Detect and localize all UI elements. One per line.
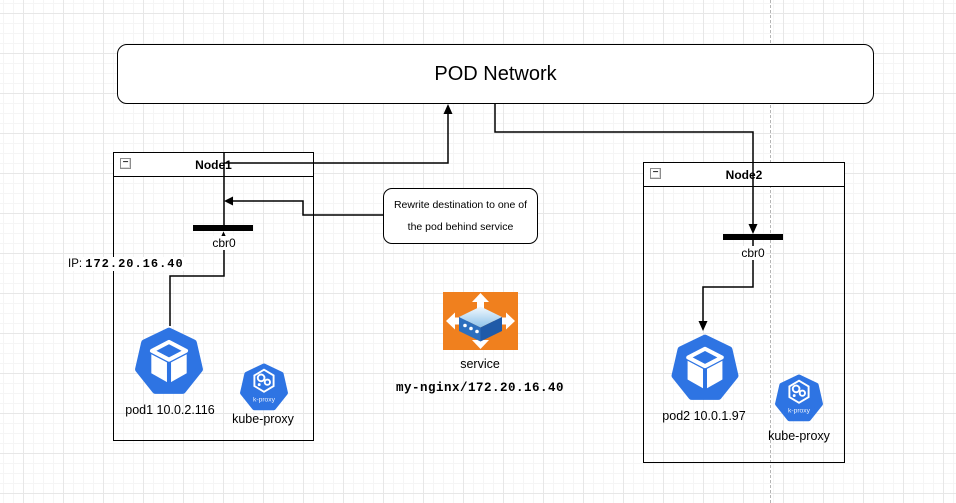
node2-header: − Node2 <box>644 163 844 187</box>
node2-kube-proxy-icon[interactable]: k-proxy <box>775 374 823 422</box>
node1-kube-proxy-label: kube-proxy <box>232 412 294 426</box>
node2-kube-proxy-icon-text: k-proxy <box>788 407 811 414</box>
annotation-line2: the pod behind service <box>407 221 514 233</box>
ip-prefix: IP: <box>68 258 83 270</box>
pod1-icon[interactable] <box>133 327 205 395</box>
service-address-label: my-nginx/172.20.16.40 <box>395 381 565 395</box>
annotation-line1: Rewrite destination to one of <box>393 199 528 211</box>
node1-collapse-button[interactable]: − <box>120 158 131 169</box>
pod2-icon[interactable] <box>671 334 739 401</box>
node1-header: − Node1 <box>114 153 313 177</box>
service-icon[interactable] <box>443 292 518 350</box>
node2-title: Node2 <box>725 167 763 182</box>
node1-title: Node1 <box>195 157 232 172</box>
pod1-label: pod1 10.0.2.116 <box>125 403 215 417</box>
pod-network-label: POD Network <box>434 62 557 85</box>
service-label: service <box>460 357 500 371</box>
arrowhead-up-pod-network <box>443 104 453 114</box>
annotation-box[interactable]: Rewrite destination to one of the pod be… <box>383 188 538 244</box>
page-divider-line <box>770 0 771 503</box>
ip-value: 172.20.16.40 <box>85 257 184 271</box>
node2-kube-proxy-label: kube-proxy <box>768 429 830 443</box>
pod-network-box[interactable]: POD Network <box>117 44 874 104</box>
node2-cbr0-label: cbr0 <box>739 246 767 260</box>
node1-cbr0-label: cbr0 <box>210 236 238 250</box>
node1-kube-proxy-icon[interactable]: k-proxy <box>240 363 288 411</box>
node1-ip-label: IP: 172.20.16.40 <box>66 257 186 271</box>
node2-collapse-button[interactable]: − <box>650 168 661 179</box>
node1-kube-proxy-icon-text: k-proxy <box>253 396 276 403</box>
pod2-label: pod2 10.0.1.97 <box>662 409 746 423</box>
